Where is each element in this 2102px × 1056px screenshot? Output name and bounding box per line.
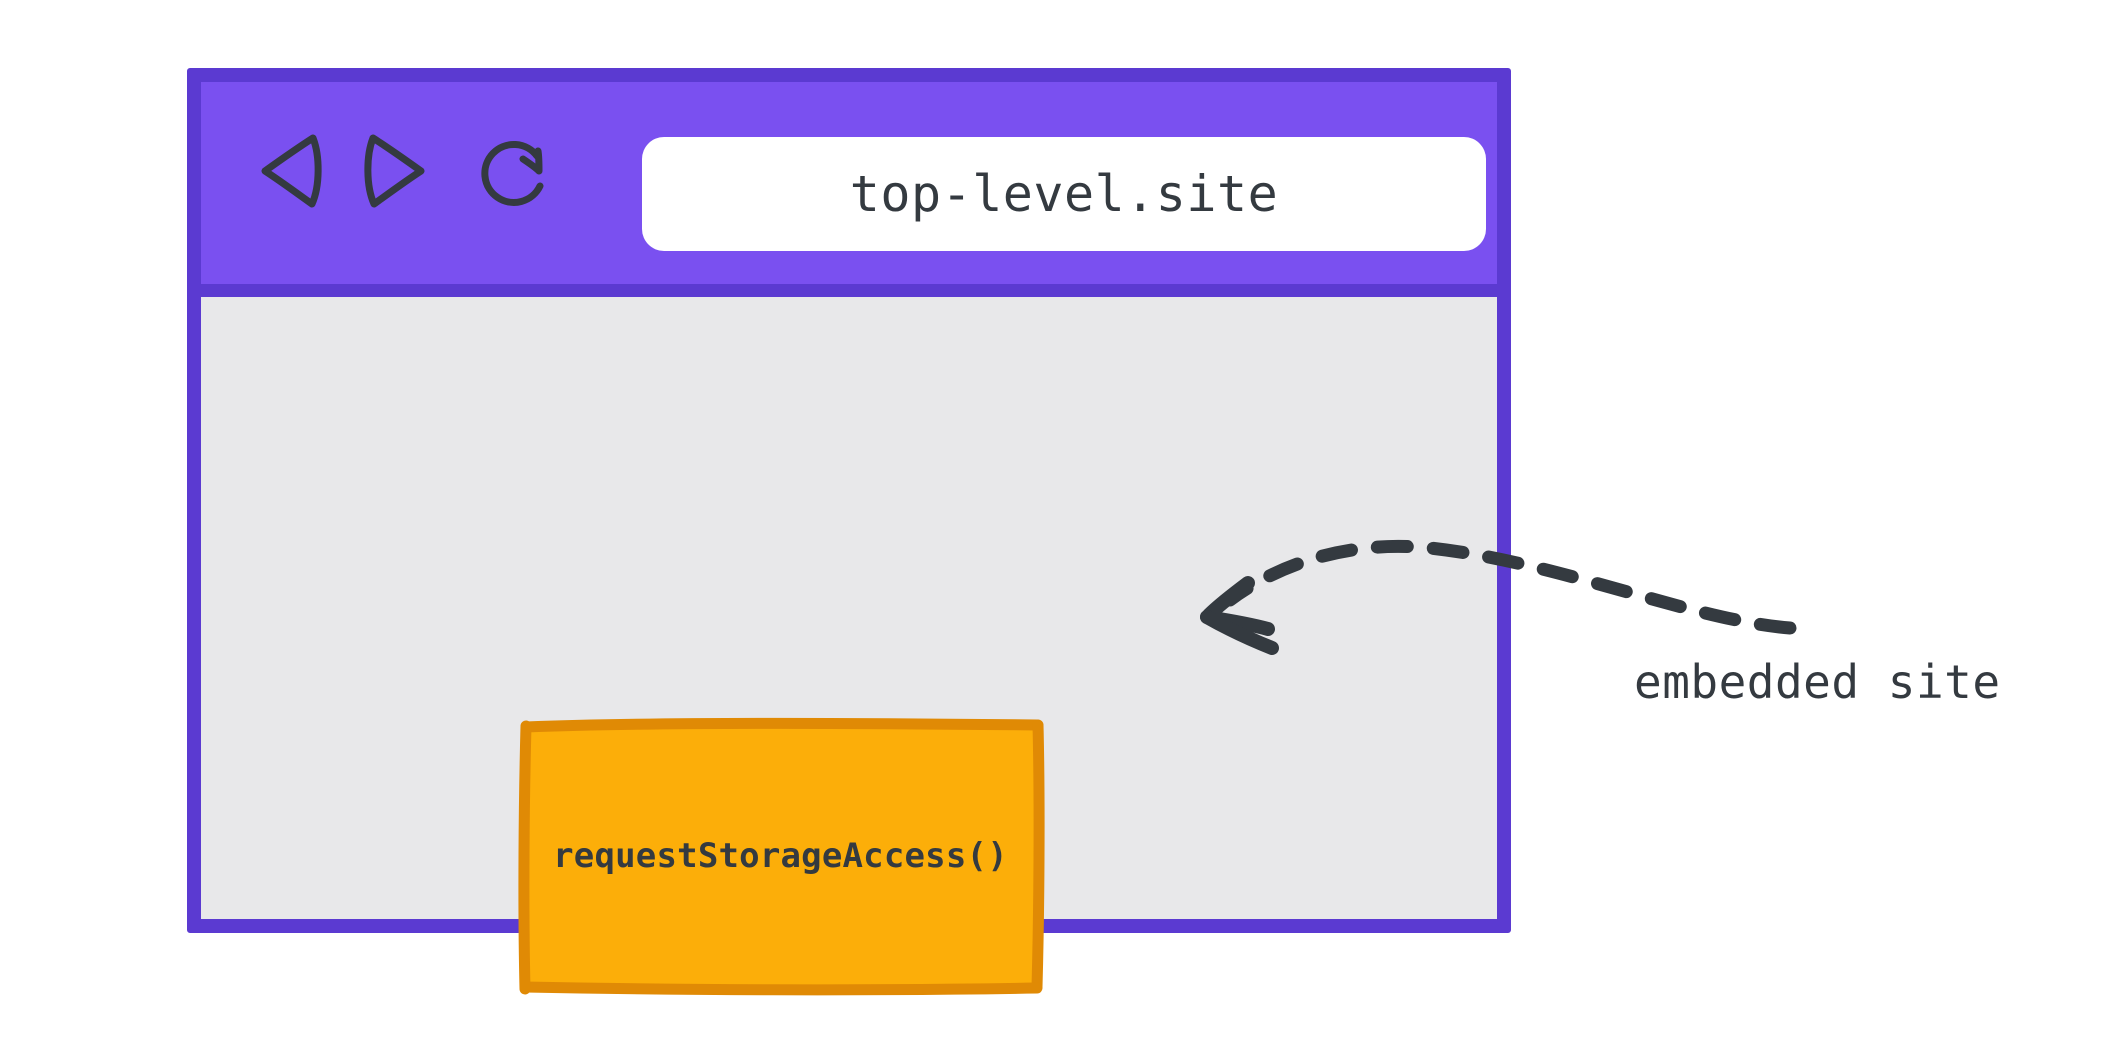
forward-triangle-icon[interactable] [357,130,433,210]
back-triangle-icon[interactable] [253,130,329,210]
url-input[interactable]: top-level.site [849,165,1279,223]
browser-window: top-level.site requestStorageAccess() [187,68,1511,996]
embedded-site-annotation-label: embedded site [1634,655,2001,709]
browser-toolbar: top-level.site [201,82,1497,297]
browser-viewport: requestStorageAccess() [201,297,1497,996]
reload-circular-arrow-icon[interactable] [471,130,547,210]
request-storage-access-label: requestStorageAccess() [553,835,1008,876]
navigation-button-group [253,130,547,210]
embedded-site-box[interactable]: requestStorageAccess() [524,723,1037,988]
url-bar[interactable]: top-level.site [642,137,1486,251]
